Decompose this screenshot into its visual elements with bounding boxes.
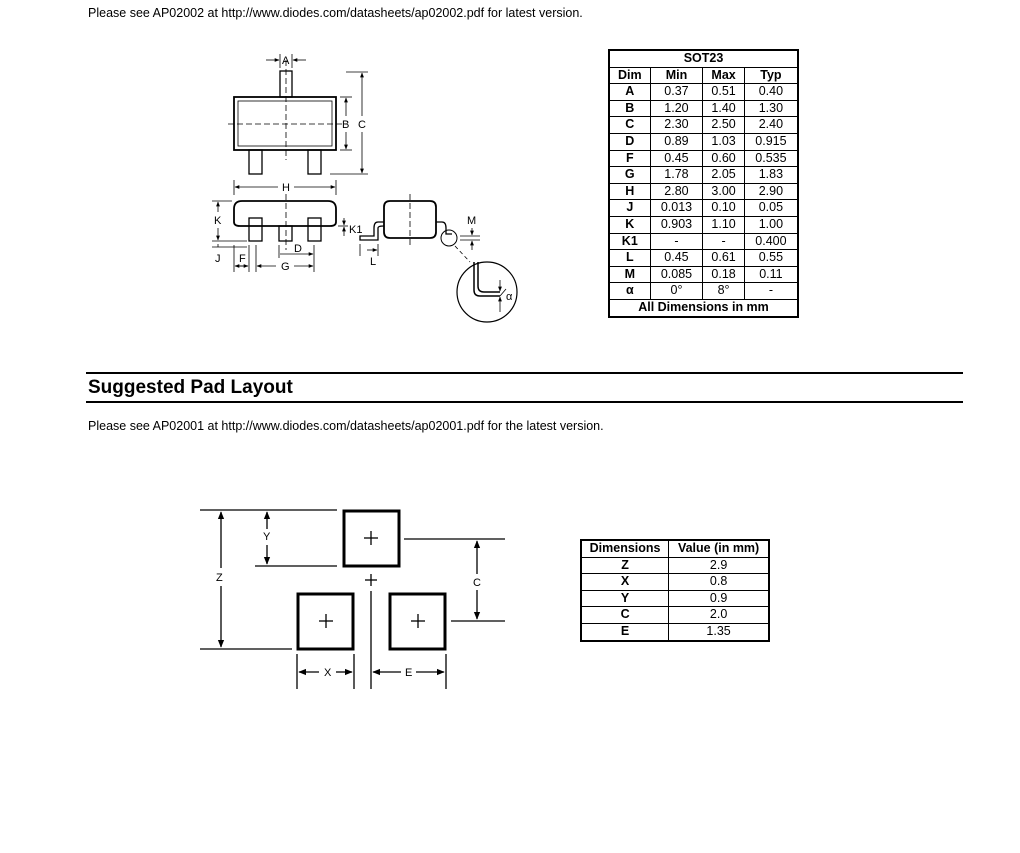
pad-bottom-right bbox=[388, 592, 447, 651]
dim-value-cell: 1.03 bbox=[702, 132, 745, 151]
pad-dim-value-cell: 2.0 bbox=[668, 606, 770, 624]
detail-circle bbox=[440, 229, 458, 247]
label-alpha: α bbox=[506, 291, 513, 303]
section-divider: Suggested Pad Layout bbox=[86, 372, 963, 403]
pad-dim-name-cell: C bbox=[580, 606, 670, 624]
pad-dim-value-cell: 0.9 bbox=[668, 589, 770, 608]
pad-label-Y: Y bbox=[263, 531, 271, 543]
dim-value-cell: 2.50 bbox=[702, 116, 745, 134]
bottom-left-lead bbox=[248, 149, 263, 175]
bottom-right-lead bbox=[307, 149, 322, 175]
dim-value-cell: 2.05 bbox=[702, 166, 745, 184]
dim-value-cell: 2.80 bbox=[649, 182, 704, 201]
dim-value-cell: 3.00 bbox=[702, 182, 745, 201]
pad-dim-name-cell: E bbox=[580, 622, 670, 642]
dim-value-cell: 0.915 bbox=[743, 132, 799, 151]
dim-value-cell: 0.40 bbox=[743, 83, 799, 101]
dim-value-cell: 1.20 bbox=[649, 99, 704, 118]
end-view-lead-left bbox=[359, 221, 385, 241]
label-F: F bbox=[239, 253, 246, 265]
pad-label-E: E bbox=[405, 667, 412, 679]
header-value: Value (in mm) bbox=[668, 539, 770, 558]
end-view-body bbox=[383, 200, 437, 239]
sot23-table-title: SOT23 bbox=[608, 49, 799, 68]
pad-label-Z: Z bbox=[216, 572, 223, 584]
section-title: Suggested Pad Layout bbox=[88, 377, 293, 398]
dim-value-cell: 0.89 bbox=[649, 132, 704, 151]
side-lead-left bbox=[248, 217, 263, 242]
detail-magnified-circle bbox=[456, 261, 518, 323]
dim-value-cell: 0.085 bbox=[649, 265, 704, 284]
dim-value-cell: 1.00 bbox=[743, 215, 799, 234]
dim-value-cell: 0.61 bbox=[702, 249, 745, 267]
top-view-body bbox=[233, 96, 337, 151]
header-dimensions: Dimensions bbox=[580, 539, 670, 558]
label-K1: K1 bbox=[349, 224, 362, 236]
dim-value-cell: 2.40 bbox=[743, 116, 799, 134]
pad-dim-value-cell: 2.9 bbox=[668, 556, 770, 575]
label-D: D bbox=[294, 243, 302, 255]
label-L: L bbox=[370, 256, 376, 268]
sot23-table-footer: All Dimensions in mm bbox=[608, 298, 799, 318]
pad-dim-name-cell: Y bbox=[580, 589, 670, 608]
label-C: C bbox=[358, 119, 366, 131]
label-G: G bbox=[281, 261, 290, 273]
pad-dim-value-cell: 0.8 bbox=[668, 573, 770, 591]
label-A: A bbox=[282, 55, 290, 67]
label-H: H bbox=[282, 182, 290, 194]
side-lead-mid bbox=[278, 225, 293, 242]
label-J: J bbox=[215, 253, 221, 265]
pad-label-C: C bbox=[473, 577, 481, 589]
label-B: B bbox=[342, 119, 349, 131]
dim-value-cell: - bbox=[743, 282, 799, 300]
header-dim: Dim bbox=[608, 66, 651, 85]
pad-dim-name-cell: Z bbox=[580, 556, 670, 575]
dim-value-cell: 0.11 bbox=[743, 265, 799, 284]
pad-dim-name-cell: X bbox=[580, 573, 670, 591]
pad-layout-note: Please see AP02001 at http://www.diodes.… bbox=[88, 419, 604, 433]
label-M: M bbox=[467, 215, 476, 227]
pad-label-X: X bbox=[324, 667, 332, 679]
dim-value-cell: 1.30 bbox=[743, 99, 799, 118]
side-lead-right bbox=[307, 217, 322, 242]
pad-dim-value-cell: 1.35 bbox=[668, 622, 770, 642]
label-K: K bbox=[214, 215, 222, 227]
package-outline-note: Please see AP02002 at http://www.diodes.… bbox=[88, 6, 583, 20]
pad-bottom-left bbox=[296, 592, 355, 651]
pad-top bbox=[342, 509, 401, 568]
side-view-body bbox=[233, 200, 337, 227]
